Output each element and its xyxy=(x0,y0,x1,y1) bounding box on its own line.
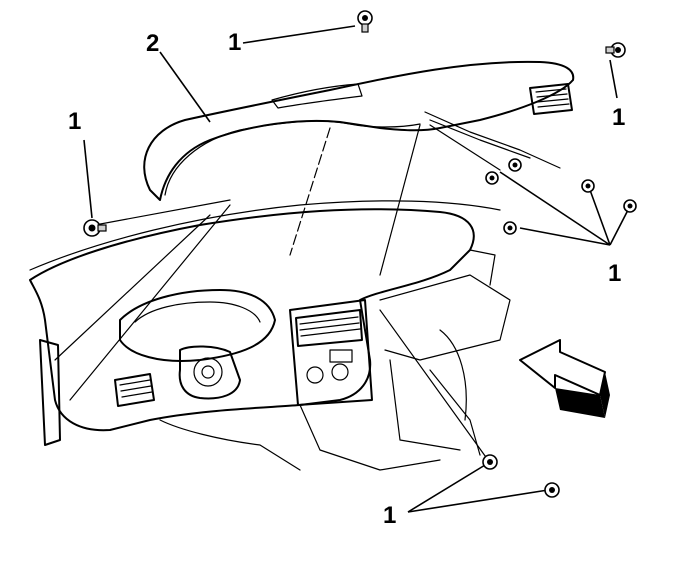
callout-1-left: 1 xyxy=(68,108,82,135)
fastener-cluster-1 xyxy=(485,171,499,185)
center-stack xyxy=(289,299,373,406)
leader-lines xyxy=(54,25,629,513)
fastener-top-right xyxy=(605,42,626,58)
windshield-outline xyxy=(29,199,501,271)
fastener-bottom-1 xyxy=(482,454,498,470)
fastener-cluster-3 xyxy=(503,221,517,235)
fastener-cluster-2 xyxy=(508,158,522,172)
callout-1-right: 1 xyxy=(612,104,626,131)
front-direction-arrow xyxy=(519,339,610,418)
upper-trim-pad xyxy=(143,60,575,201)
callout-1-mid-right: 1 xyxy=(608,260,622,287)
fastener-bottom-2 xyxy=(544,482,560,498)
fastener-cluster-5 xyxy=(623,199,637,213)
callout-1-top: 1 xyxy=(228,29,242,56)
callout-2-top: 2 xyxy=(146,30,160,57)
left-vent xyxy=(114,373,155,407)
fastener-top xyxy=(357,10,373,33)
instrument-panel xyxy=(29,208,511,471)
callout-1-bottom: 1 xyxy=(383,502,397,529)
fastener-cluster-4 xyxy=(581,179,595,193)
fasteners xyxy=(83,10,637,498)
right-vent-grille xyxy=(529,83,573,115)
fastener-left xyxy=(83,219,107,237)
